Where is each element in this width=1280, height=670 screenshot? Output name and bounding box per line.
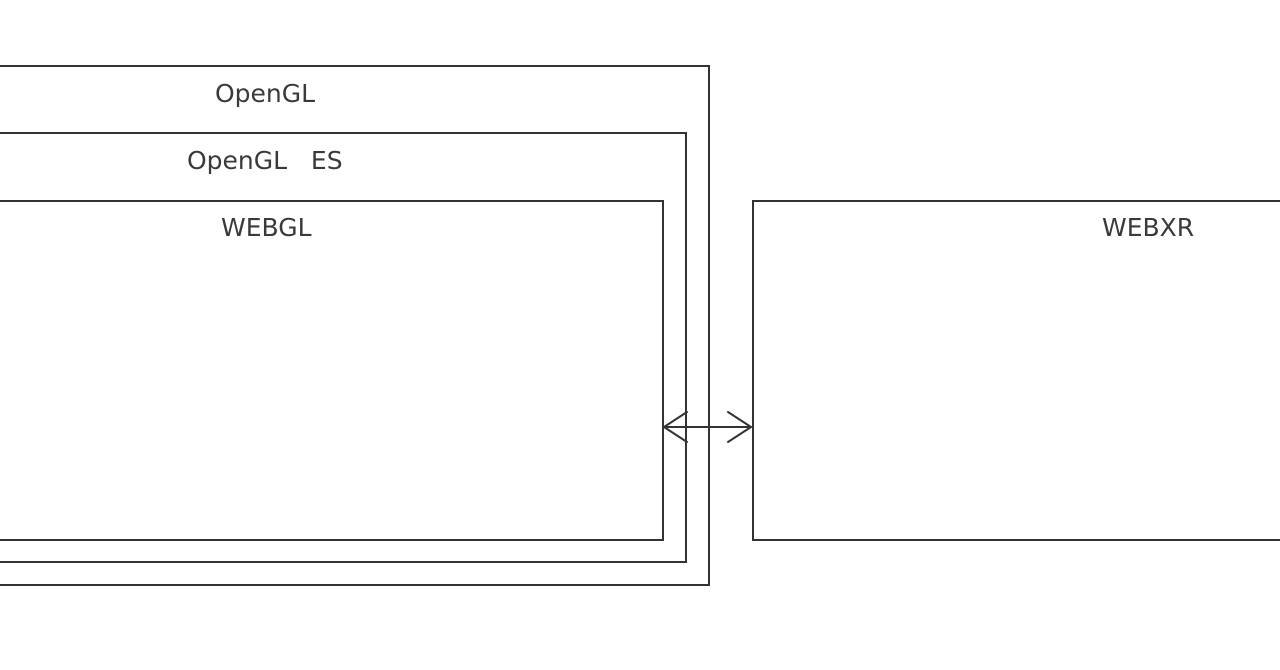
opengl-es-label: OpenGL ES — [187, 146, 343, 175]
arrowhead-right-icon — [727, 411, 752, 443]
webgl-label: WEBGL — [221, 213, 312, 242]
webgl-container — [0, 200, 664, 541]
opengl-es-container — [0, 132, 687, 563]
opengl-container — [0, 65, 710, 586]
webxr-container — [752, 200, 1280, 541]
opengl-label: OpenGL — [215, 79, 316, 108]
webxr-label: WEBXR — [1102, 213, 1195, 242]
